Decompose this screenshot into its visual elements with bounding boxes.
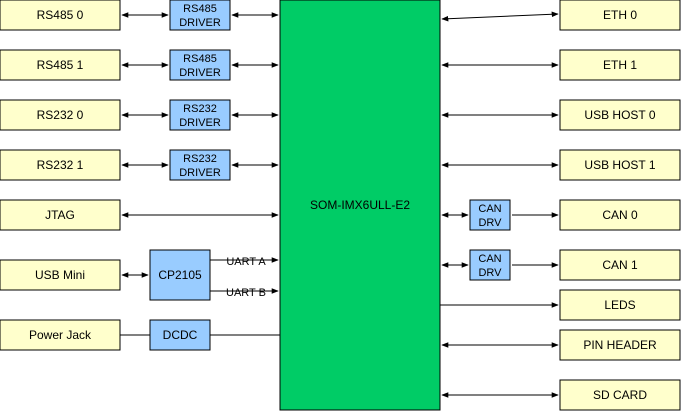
- can-driver-1-line1: CAN: [478, 253, 501, 265]
- eth-0-label: ETH 0: [603, 8, 637, 22]
- jtag-box: [0, 199, 121, 231]
- can-0-box: [559, 199, 681, 231]
- som-label: SOM-IMX6ULL-E2: [310, 198, 410, 212]
- power-jack-box: [0, 319, 121, 351]
- sd-card-label: SD CARD: [593, 388, 647, 402]
- can-driver-0-line1: CAN: [478, 203, 501, 215]
- usb-mini-box: [0, 259, 121, 291]
- rs232-driver-0-line1: RS232: [183, 103, 217, 115]
- usb-mini-label: USB Mini: [35, 268, 85, 282]
- eth-0-link: [441, 11, 559, 22]
- power-jack-label: Power Jack: [29, 328, 92, 342]
- pin-header-box: [559, 329, 681, 361]
- can-driver-0-box: [469, 199, 511, 231]
- rs232-driver-1-line1: RS232: [183, 153, 217, 165]
- leds-label: LEDS: [604, 298, 635, 312]
- can-0-label: CAN 0: [602, 208, 638, 222]
- usb-host-1-label: USB HOST 1: [584, 158, 655, 172]
- som-block: [279, 0, 441, 411]
- can-1-label: CAN 1: [602, 258, 638, 272]
- can-driver-1-line2: DRV: [478, 267, 502, 279]
- rs485-0-box: [0, 0, 121, 31]
- can-driver-1-box: [469, 249, 511, 281]
- jtag-label: JTAG: [45, 208, 75, 222]
- uart-a-label: UART A: [226, 256, 266, 268]
- leds-box: [559, 289, 681, 321]
- rs232-0-label: RS232 0: [37, 108, 84, 122]
- usb-host-0-box: [559, 99, 681, 131]
- rs485-driver-0-line1: RS485: [183, 3, 217, 15]
- rs485-0-label: RS485 0: [37, 8, 84, 22]
- eth-0-box: [559, 0, 681, 31]
- sd-card-box: [559, 379, 681, 411]
- eth-1-label: ETH 1: [603, 58, 637, 72]
- rs232-driver-1-line2: DRIVER: [179, 167, 221, 179]
- rs485-1-box: [0, 49, 121, 81]
- rs232-driver-1-box: [169, 149, 231, 181]
- rs485-driver-1-line2: DRIVER: [179, 67, 221, 79]
- rs485-driver-0-box: [169, 0, 231, 31]
- rs485-driver-0-line2: DRIVER: [179, 17, 221, 29]
- cp2105-box: [149, 249, 211, 301]
- rs232-driver-0-box: [169, 99, 231, 131]
- rs485-1-label: RS485 1: [37, 58, 84, 72]
- uart-b-label: UART B: [226, 287, 266, 299]
- rs232-driver-0-line2: DRIVER: [179, 117, 221, 129]
- pin-header-label: PIN HEADER: [583, 338, 657, 352]
- cp2105-label: CP2105: [158, 268, 202, 282]
- can-driver-0-line2: DRV: [478, 217, 502, 229]
- usb-host-0-label: USB HOST 0: [584, 108, 655, 122]
- can-1-box: [559, 249, 681, 281]
- rs485-driver-1-line1: RS485: [183, 53, 217, 65]
- rs232-0-box: [0, 99, 121, 131]
- rs485-driver-1-box: [169, 49, 231, 81]
- rs232-1-box: [0, 149, 121, 181]
- dcdc-label: DCDC: [163, 328, 198, 342]
- rs232-1-label: RS232 1: [37, 158, 84, 172]
- eth-1-box: [559, 49, 681, 81]
- usb-host-1-box: [559, 149, 681, 181]
